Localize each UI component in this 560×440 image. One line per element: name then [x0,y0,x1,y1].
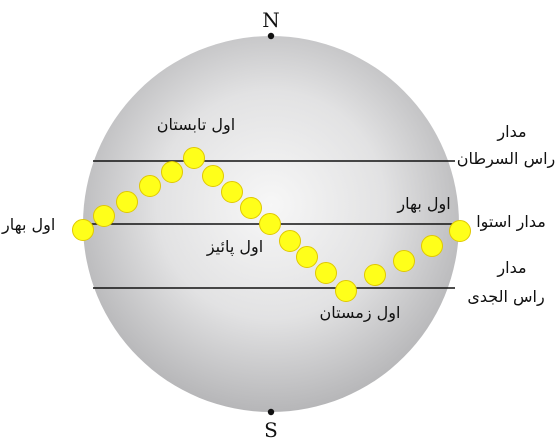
sun-marker [364,264,386,286]
sun-marker [240,197,262,219]
north-pole-label: N [262,8,280,32]
north-pole-dot [267,32,275,40]
sun-marker [161,161,183,183]
south-pole-label: S [264,418,278,440]
sun-marker [139,175,161,197]
sun-marker [221,181,243,203]
tropic-of-cancer-label-line2: راس السرطان [457,149,556,169]
summer-solstice-label: اول تابستان [157,115,235,135]
south-pole-dot [267,408,275,416]
sun-marker [116,191,138,213]
tropic-of-cancer-label-line1: مدار [496,122,526,142]
sun-marker [279,230,301,252]
spring-equinox-label-left: اول بهار [1,215,55,235]
sun-marker [259,213,281,235]
sun-marker [449,220,471,242]
sun-marker [183,147,205,169]
sun-marker [335,280,357,302]
sun-marker [393,250,415,272]
equator-label: مدار استوا [476,212,546,232]
spring-equinox-label-right: اول بهار [396,194,450,214]
sun-marker [72,219,94,241]
autumn-equinox-label: اول پائیز [206,237,263,257]
sun-marker [93,205,115,227]
tropic-of-capricorn-label-line2: راس الجدی [467,287,544,307]
tropic-of-capricorn-label-line1: مدار [496,258,526,278]
sun-marker [315,262,337,284]
sun-path [72,147,471,302]
sun-marker [296,246,318,268]
sun-marker [421,235,443,257]
sun-marker [202,165,224,187]
winter-solstice-label: اول زمستان [320,303,401,323]
